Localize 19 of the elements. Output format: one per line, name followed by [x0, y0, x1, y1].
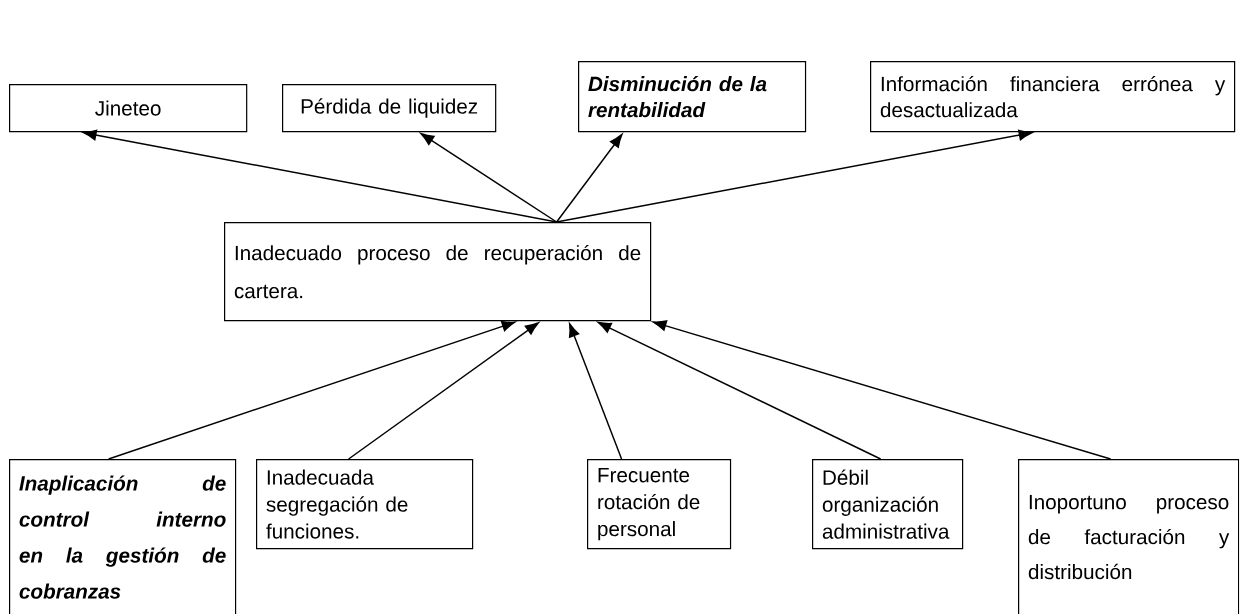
text-box: Pérdida de liquidez — [282, 84, 497, 133]
arrow — [420, 133, 558, 223]
arrow — [555, 129, 1033, 223]
arrow — [568, 323, 623, 460]
text-box: Frecuente rotación de personal — [587, 459, 732, 550]
text-box: Disminución de la rentabilidad — [578, 61, 807, 133]
arrow — [82, 129, 558, 223]
arrow — [597, 321, 882, 460]
arrow — [107, 320, 516, 460]
text-box: Inadecuada segregación de funciones. — [256, 459, 474, 550]
arrow — [652, 320, 1112, 460]
text-box: Inaplicación de control interno en la gestión de cobranzas — [9, 459, 237, 614]
text-box: Inoportuno proceso de facturación y distribución — [1018, 459, 1240, 614]
arrow — [347, 322, 539, 460]
arrow — [555, 133, 623, 223]
text-box: Inadecuado proceso de recuperación de cartera. — [224, 222, 652, 322]
text-box: Débil organización administrativa — [812, 459, 964, 550]
text-box: Información financiera errónea y desactualizada — [870, 61, 1236, 133]
text-box: Jineteo — [9, 84, 248, 133]
